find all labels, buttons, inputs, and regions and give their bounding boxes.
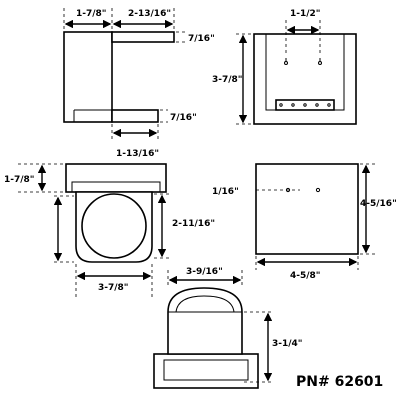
dim-front-spacing: 1-1/2"	[290, 9, 321, 19]
dim-top-thickness: 7/16"	[188, 34, 215, 44]
bottom-view: 3-9/16" 3-1/4"	[153, 267, 303, 389]
dim-top-bottom-thickness: 7/16"	[170, 113, 197, 123]
dim-bottom-height: 3-1/4"	[272, 339, 303, 349]
back-view: 1/16" 4-5/16" 4-5/8"	[212, 163, 397, 281]
front-view: 1-1/2" 3-7/8"	[212, 9, 357, 125]
dim-back-width: 4-5/8"	[290, 271, 321, 281]
dim-side-width: 3-7/8"	[98, 283, 129, 293]
dim-side-height-top: 1-7/8"	[4, 175, 35, 185]
dim-side-hole: 2-11/16"	[172, 219, 215, 229]
dim-top-inner: 1-13/16"	[116, 149, 159, 159]
side-view: 1-7/8" 2-11/16" 3-7/8"	[4, 163, 215, 298]
top-view: 1-7/8" 2-13/16" 7/16" 7/16" 1-13/16"	[63, 8, 215, 159]
dim-back-height: 4-5/16"	[360, 199, 397, 209]
dim-top-width-right: 2-13/16"	[128, 9, 171, 19]
dim-top-width-left: 1-7/8"	[76, 9, 107, 19]
part-number: PN# 62601	[296, 374, 383, 390]
dim-back-hole: 1/16"	[212, 187, 239, 197]
dim-bottom-width: 3-9/16"	[186, 267, 223, 277]
dim-front-height: 3-7/8"	[212, 75, 243, 85]
